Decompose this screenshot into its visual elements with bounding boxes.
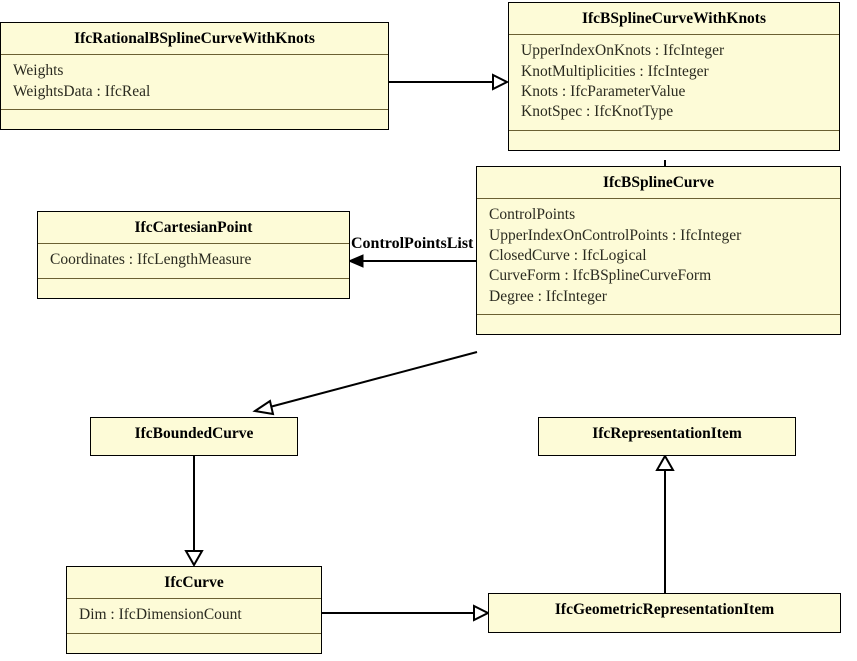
class-name-ifc-curve: IfcCurve [67, 567, 321, 600]
class-operations-ifc-bspline-curve [477, 315, 840, 334]
class-attribute: ControlPoints [489, 206, 576, 224]
class-name-ifc-bounded-curve: IfcBoundedCurve [134, 425, 254, 442]
class-operations-ifc-bspline-curve-with-knots [509, 131, 839, 150]
class-ifc-rational-bspline-curve-with-knots[interactable]: IfcRationalBSplineCurveWithKnots Weights… [0, 22, 389, 130]
class-ifc-bspline-curve[interactable]: IfcBSplineCurve ControlPoints UpperIndex… [476, 166, 841, 336]
class-operations-ifc-cartesian-point [38, 279, 349, 298]
class-name-ifc-representation-item: IfcRepresentationItem [592, 425, 742, 442]
class-operations-ifc-curve [67, 634, 321, 653]
class-name-ifc-geometric-representation-item: IfcGeometricRepresentationItem [554, 601, 775, 618]
class-attribute: Knots : IfcParameterValue [521, 82, 686, 100]
class-attributes-ifc-bspline-curve: ControlPoints UpperIndexOnControlPoints … [477, 199, 840, 316]
class-name-ifc-bspline-curve: IfcBSplineCurve [477, 167, 840, 200]
class-attribute: WeightsData : IfcReal [13, 82, 151, 100]
class-attribute: Weights [13, 62, 64, 80]
class-attribute: KnotMultiplicities : IfcInteger [521, 62, 709, 80]
class-attribute: ClosedCurve : IfcLogical [489, 246, 647, 264]
class-ifc-geometric-representation-item[interactable]: IfcGeometricRepresentationItem [488, 593, 841, 633]
edge-label-control-points-list: ControlPointsList [351, 235, 474, 252]
class-attribute: Dim : IfcDimensionCount [79, 606, 242, 624]
edge-bounded-to-curve [184, 456, 204, 568]
class-operations-ifc-rational-bspline-curve-with-knots [1, 110, 388, 129]
class-ifc-representation-item[interactable]: IfcRepresentationItem [538, 417, 796, 456]
edge-bspline-to-cartesian [347, 254, 476, 268]
class-name-ifc-rational-bspline-curve-with-knots: IfcRationalBSplineCurveWithKnots [1, 23, 388, 56]
class-name-ifc-bspline-curve-with-knots: IfcBSplineCurveWithKnots [509, 3, 839, 36]
class-attributes-ifc-bspline-curve-with-knots: UpperIndexOnKnots : IfcInteger KnotMulti… [509, 35, 839, 131]
class-attribute: Degree : IfcInteger [489, 287, 607, 305]
class-ifc-bspline-curve-with-knots[interactable]: IfcBSplineCurveWithKnots UpperIndexOnKno… [508, 2, 840, 151]
class-attribute: KnotSpec : IfcKnotType [521, 103, 674, 121]
class-ifc-bounded-curve[interactable]: IfcBoundedCurve [90, 417, 298, 456]
class-attribute: CurveForm : IfcBSplineCurveForm [489, 267, 712, 285]
edge-bspline-to-bounded [252, 351, 478, 416]
class-attributes-ifc-rational-bspline-curve-with-knots: Weights WeightsData : IfcReal [1, 55, 388, 110]
class-attribute: UpperIndexOnKnots : IfcInteger [521, 42, 725, 60]
class-ifc-curve[interactable]: IfcCurve Dim : IfcDimensionCount [66, 566, 322, 654]
class-ifc-cartesian-point[interactable]: IfcCartesianPoint Coordinates : IfcLengt… [37, 211, 350, 299]
edge-rational-to-withknots [389, 73, 510, 91]
class-name-ifc-cartesian-point: IfcCartesianPoint [38, 212, 349, 245]
class-attribute: Coordinates : IfcLengthMeasure [50, 251, 252, 269]
class-attributes-ifc-curve: Dim : IfcDimensionCount [67, 599, 321, 634]
edge-georep-to-repitem [655, 453, 675, 593]
edge-curve-to-georep [322, 604, 491, 622]
class-attribute: UpperIndexOnControlPoints : IfcInteger [489, 226, 742, 244]
class-attributes-ifc-cartesian-point: Coordinates : IfcLengthMeasure [38, 244, 349, 279]
